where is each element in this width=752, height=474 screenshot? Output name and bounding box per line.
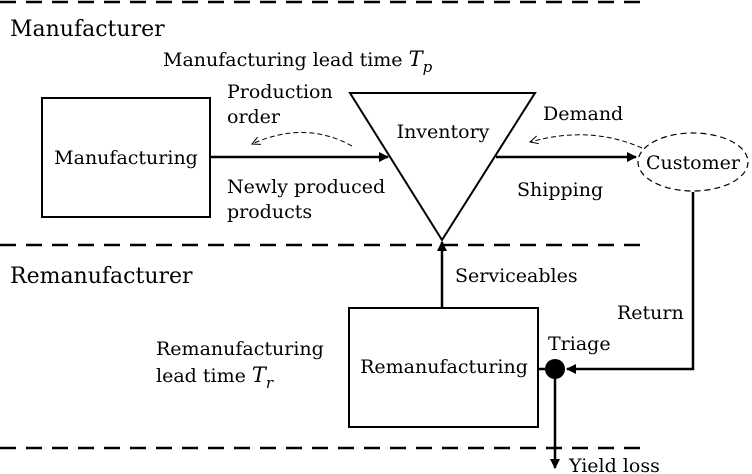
production-order-label-line2: order <box>227 106 281 128</box>
customer-ellipse <box>637 132 749 192</box>
production-order-label-line1: Production <box>227 81 333 103</box>
newly-produced-label-line1: Newly produced <box>227 176 385 198</box>
serviceables-label: Serviceables <box>455 265 578 287</box>
triage-node <box>545 359 565 379</box>
production-order-arrow <box>252 132 353 147</box>
inventory-triangle <box>348 92 537 242</box>
demand-arrow <box>530 134 643 149</box>
return-arrow <box>566 192 695 374</box>
newly-produced-label-line2: products <box>227 201 312 223</box>
triage-label: Triage <box>548 333 611 355</box>
inventory-label: Inventory <box>397 121 490 143</box>
manufacturing-label: Manufacturing <box>54 147 198 169</box>
manufacturing-box <box>41 97 211 218</box>
remanufacturing-label: Remanufacturing <box>360 356 528 378</box>
yield-loss-label: Yield loss <box>568 455 660 474</box>
customer-label: Customer <box>646 152 741 174</box>
shipping-label: Shipping <box>517 179 603 201</box>
remanufacturing-lead-time-line1: Remanufacturing <box>156 338 324 360</box>
remanufacturing-lead-time-line2: lead time Tr <box>156 363 274 392</box>
return-label: Return <box>617 302 684 324</box>
remanufacturing-box <box>348 307 539 428</box>
remanufacturer-section-title: Remanufacturer <box>10 264 193 289</box>
manufacturer-section-title: Manufacturer <box>10 17 165 42</box>
manufacturing-lead-time-label: Manufacturing lead time Tp <box>163 47 433 76</box>
demand-label: Demand <box>543 103 623 125</box>
